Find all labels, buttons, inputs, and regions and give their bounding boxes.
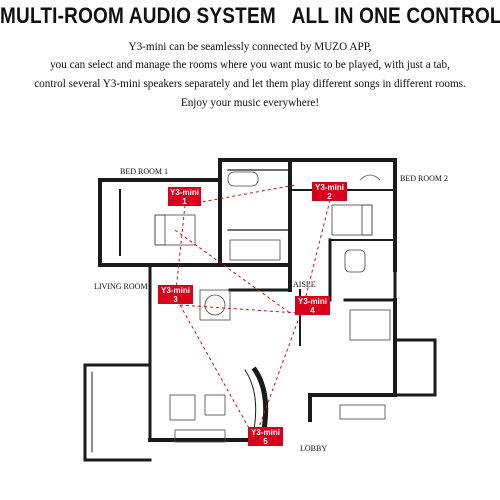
page-title: MULTI-ROOM AUDIO SYSTEM ALL IN ONE CONTR… — [0, 4, 500, 29]
walls — [83, 158, 437, 462]
speaker-5-number: 5 — [263, 437, 268, 446]
description-line-3: control several Y3-mini speakers separat… — [34, 78, 466, 90]
label-aisle: AISLE — [293, 280, 316, 289]
speaker-tag-5: Y3-mini 5 — [248, 427, 283, 446]
label-living-room: LIVING ROOM — [94, 282, 148, 291]
speaker-4-number: 4 — [310, 306, 315, 315]
furniture — [154, 171, 391, 443]
speaker-2-number: 2 — [327, 192, 332, 201]
label-bedroom-2: BED ROOM 2 — [400, 174, 448, 183]
speaker-5-label: Y3-mini — [251, 428, 280, 437]
description-line-4: Enjoy your music everywhere! — [180, 97, 320, 109]
speaker-4-label: Y3-mini — [298, 297, 327, 306]
speaker-2-label: Y3-mini — [315, 183, 344, 192]
speaker-1-label: Y3-mini — [170, 188, 199, 197]
label-lobby: LOBBY — [300, 444, 327, 453]
speaker-tag-2: Y3-mini 2 — [312, 182, 347, 201]
label-bedroom-1: BED ROOM 1 — [120, 167, 168, 176]
speaker-tag-4: Y3-mini 4 — [295, 296, 330, 315]
description-line-2: you can select and manage the rooms wher… — [50, 59, 450, 71]
speaker-links — [174, 184, 331, 431]
speaker-3-label: Y3-mini — [161, 286, 190, 295]
speaker-3-number: 3 — [173, 295, 178, 304]
speaker-tag-3: Y3-mini 3 — [158, 285, 193, 304]
speaker-1-number: 1 — [182, 197, 187, 206]
description-line-1: Y3-mini can be seamlessly connected by M… — [128, 41, 372, 53]
speaker-tag-1: Y3-mini 1 — [168, 187, 201, 206]
